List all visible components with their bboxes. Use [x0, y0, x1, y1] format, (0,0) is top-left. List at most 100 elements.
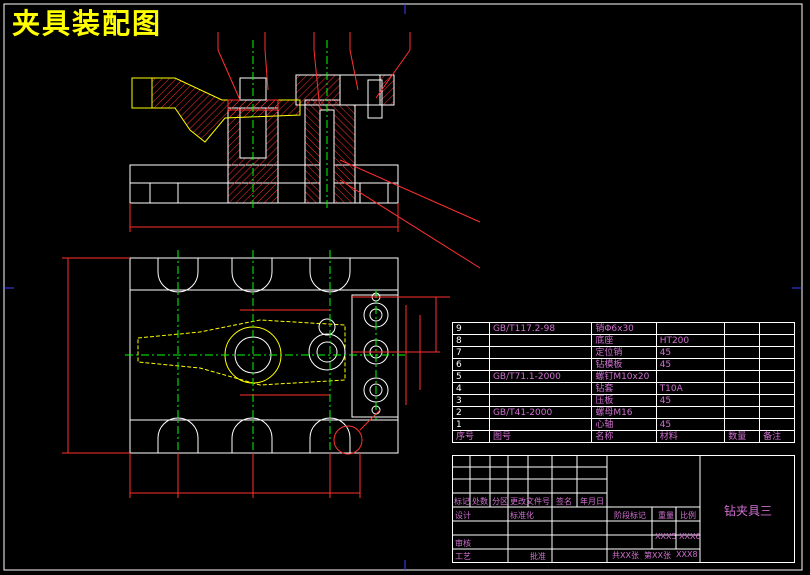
clamp-arm-section: [131, 77, 301, 143]
tb-weight-label: 重量: [658, 511, 674, 520]
bom-header-name: 名称: [591, 430, 657, 443]
tb-count: 处数: [472, 497, 488, 506]
bom-std: GB/T117.2-98: [488, 322, 593, 335]
tb-code1: XXX5: [655, 532, 677, 541]
bom-name: 压板: [591, 394, 657, 407]
bom-name: 钻模板: [591, 358, 657, 371]
tb-design: 设计: [455, 511, 471, 520]
bom-header-std: 图号: [488, 430, 593, 443]
bom-mat: [655, 406, 726, 419]
bom-qty: [724, 346, 761, 359]
tb-drawing-name: 钻夹具三: [724, 504, 773, 518]
bom-no: 9: [452, 322, 490, 335]
bom-rem: [759, 334, 795, 347]
bom-rem: [759, 418, 795, 431]
bushing-3-hole: [369, 383, 383, 397]
bom-std: [488, 346, 593, 359]
tb-code3: XXX8: [676, 550, 698, 559]
bom-name: 螺钉M10x20: [591, 370, 657, 383]
bom-mat: 45: [655, 394, 726, 407]
bom-rem: [759, 382, 795, 395]
bom-no: 8: [452, 334, 490, 347]
tb-code2: XXX6: [679, 532, 701, 541]
front-section-view: [129, 32, 481, 269]
bom-no: 4: [452, 382, 490, 395]
bom-rem: [759, 358, 795, 371]
drawing-title: 夹具装配图: [12, 7, 163, 40]
bom-header-mat: 材料: [655, 430, 726, 443]
bom-mat: 45: [655, 418, 726, 431]
tb-stage-label: 阶段标记: [614, 511, 646, 520]
bom-qty: [724, 418, 761, 431]
bom-rem: [759, 370, 795, 383]
bom-qty: [724, 370, 761, 383]
bom-qty: [724, 322, 761, 335]
tb-review: 审核: [455, 539, 471, 548]
bom-rem: [759, 346, 795, 359]
bom-std: [488, 394, 593, 407]
base-left-block: [149, 182, 179, 204]
bom-rem: [759, 406, 795, 419]
hole-callout-circle: [333, 425, 363, 455]
bom-no: 3: [452, 394, 490, 407]
bom-qty: [724, 382, 761, 395]
clamp-arm-end: [131, 77, 153, 109]
bom-name: 定位销: [591, 346, 657, 359]
part-leaders: [217, 32, 481, 269]
bom-mat: T10A: [655, 382, 726, 395]
bom-name: 螺母M16: [591, 406, 657, 419]
top-view: [62, 250, 450, 498]
tb-approve: 批准: [530, 552, 546, 561]
tb-date: 年月日: [580, 497, 604, 506]
bom-mat: [655, 370, 726, 383]
bom-mat: 45: [655, 358, 726, 371]
bom-qty: [724, 358, 761, 371]
bom-rem: [759, 322, 795, 335]
tb-zone: 分区: [492, 497, 508, 506]
bom-no: 6: [452, 358, 490, 371]
bom-qty: [724, 406, 761, 419]
bom-mat: 45: [655, 346, 726, 359]
bom-std: [488, 382, 593, 395]
title-block-grid: [452, 455, 795, 563]
locator-pin: [318, 318, 336, 336]
tb-sheet-total: 共XX张: [612, 551, 639, 560]
drill-plate-top-view: [351, 294, 399, 418]
bom-rem: [759, 394, 795, 407]
bom-name: 心轴: [591, 418, 657, 431]
bom-no: 7: [452, 346, 490, 359]
tb-scale-label: 比例: [680, 511, 696, 520]
bom-name: 钻套: [591, 382, 657, 395]
bom-header-no: 序号: [452, 430, 490, 443]
bom-std: GB/T41-2000: [488, 406, 593, 419]
bom-no: 2: [452, 406, 490, 419]
table-header-row: 序号图号名称材料数量备注: [452, 430, 795, 443]
bom-std: [488, 418, 593, 431]
bom-std: GB/T71.1-2000: [488, 370, 593, 383]
bottom-slots: [157, 417, 351, 453]
top-view-dimensions: [62, 257, 450, 498]
bom-header-rem: 备注: [759, 430, 795, 443]
clamp-arm-top-view: [137, 319, 346, 386]
bom-no: 5: [452, 370, 490, 383]
bom-name: 销Φ6x30: [591, 322, 657, 335]
bom-no: 1: [452, 418, 490, 431]
bom-mat: [655, 322, 726, 335]
top-slots: [157, 258, 351, 293]
bom-std: [488, 334, 593, 347]
bom-qty: [724, 334, 761, 347]
tb-process: 工艺: [455, 552, 471, 561]
bom-header-qty: 数量: [724, 430, 761, 443]
base-right-block: [359, 182, 389, 204]
pin-inner: [316, 341, 338, 363]
